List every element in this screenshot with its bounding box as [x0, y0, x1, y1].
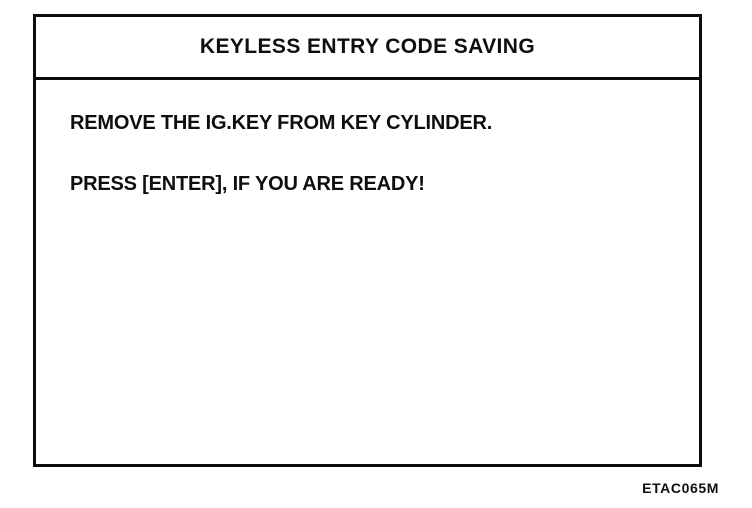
diagnostic-screen-panel: KEYLESS ENTRY CODE SAVING REMOVE THE IG.…: [33, 14, 702, 467]
screen-body: REMOVE THE IG.KEY FROM KEY CYLINDER. PRE…: [36, 80, 699, 196]
instruction-line-remove-key: REMOVE THE IG.KEY FROM KEY CYLINDER.: [70, 112, 493, 134]
screen-header: KEYLESS ENTRY CODE SAVING: [36, 17, 699, 80]
instruction-line-press-enter: PRESS [ENTER], IF YOU ARE READY!: [70, 173, 425, 195]
screen-title: KEYLESS ENTRY CODE SAVING: [199, 35, 536, 58]
figure-code-label: ETAC065M: [642, 480, 719, 496]
